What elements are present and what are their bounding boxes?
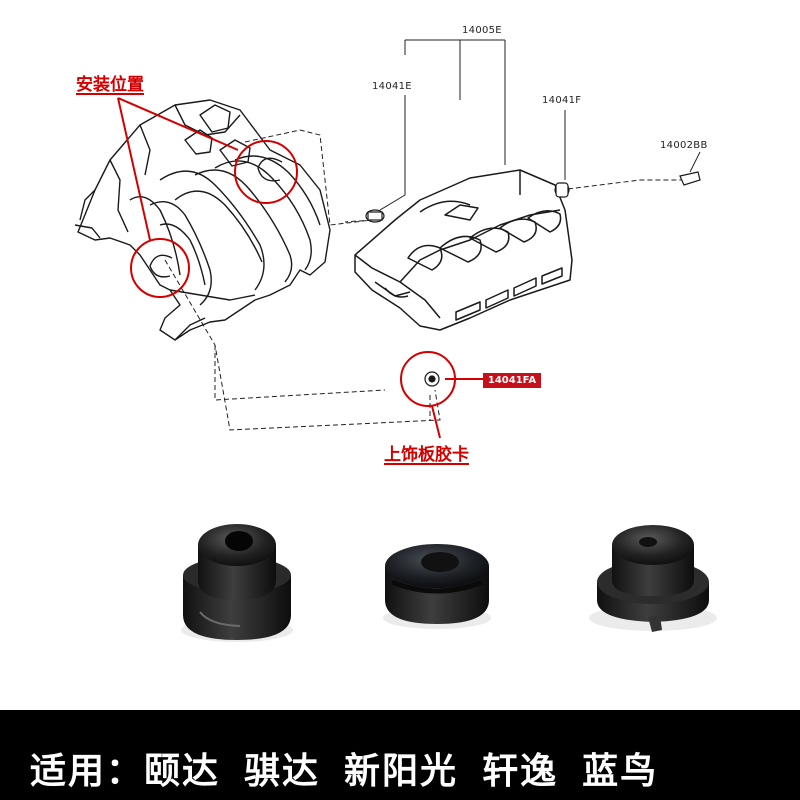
model-name: 轩逸 <box>482 751 559 792</box>
grommet-part-number-tag: 14041FA <box>483 373 541 388</box>
part-number-left-bushing: 14041E <box>372 81 412 92</box>
model-name: 颐达 <box>144 751 221 792</box>
model-name: 骐达 <box>244 751 321 792</box>
compatibility-footer: 适用：颐达骐达新阳光轩逸蓝鸟 <box>0 710 800 800</box>
model-name: 新阳光 <box>344 751 459 792</box>
callout-line-grommet <box>431 405 441 439</box>
install-position-callout: 安装位置 <box>76 75 144 95</box>
small-parts <box>365 171 701 387</box>
callout-line-top <box>117 97 239 151</box>
highlight-circle-top <box>234 140 298 204</box>
clip-symbols <box>149 157 283 278</box>
install-highlights <box>117 97 483 439</box>
intake-manifold-drawing <box>74 99 331 341</box>
compatibility-text: 适用：颐达骐达新阳光轩逸蓝鸟 <box>30 742 658 794</box>
part-number-bolt: 14002BB <box>660 140 708 151</box>
grommet-photo-1 <box>181 524 293 642</box>
model-name: 蓝鸟 <box>582 751 659 792</box>
callout-line-left <box>117 97 151 241</box>
compatibility-prefix: 适用： <box>30 751 145 792</box>
highlight-circle-left <box>130 238 190 298</box>
part-number-right-bushing: 14041F <box>542 95 581 106</box>
part-number-leaders <box>379 39 701 211</box>
dashed-leader-lines <box>164 129 682 431</box>
part-number-cover: 14005E <box>462 25 502 36</box>
grommet-name-callout: 上饰板胶卡 <box>384 445 469 465</box>
engine-cover-drawing <box>354 169 573 331</box>
grommet-photo-3 <box>589 525 717 632</box>
grommet-photo-2 <box>383 544 491 629</box>
